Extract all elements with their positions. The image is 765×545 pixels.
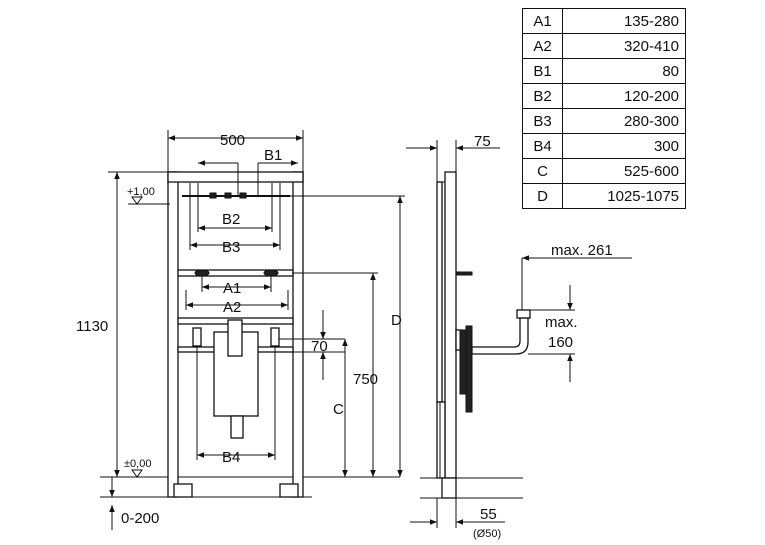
width-label: 500 <box>220 132 245 149</box>
table-key: B3 <box>522 108 563 134</box>
side-view <box>436 171 531 499</box>
c-label: C <box>333 401 344 418</box>
level-bottom-label: ±0,00 <box>124 458 151 470</box>
table-value: 1025-1075 <box>562 183 686 209</box>
max-label: max. <box>545 314 578 331</box>
adjust-label: 0-200 <box>121 510 159 527</box>
max-261-label: max. 261 <box>551 242 613 259</box>
front-frame <box>167 171 304 498</box>
table-key: B2 <box>522 83 563 109</box>
table-value: 135-280 <box>562 8 686 34</box>
side-dimensions <box>406 140 632 528</box>
table-key: A1 <box>522 8 563 34</box>
table-key: C <box>522 158 563 184</box>
max-160-label: 160 <box>548 334 573 351</box>
table-key: A2 <box>522 33 563 59</box>
table-value: 300 <box>562 133 686 159</box>
b1-label: B1 <box>264 147 282 164</box>
depth-bottom-label: 55 <box>480 506 497 523</box>
a1-label: A1 <box>223 280 241 297</box>
table-key: D <box>522 183 563 209</box>
level-top-label: +1,00 <box>127 186 155 198</box>
floor-lines <box>100 476 523 499</box>
h750-label: 750 <box>353 371 378 388</box>
b2-label: B2 <box>222 211 240 228</box>
depth-top-label: 75 <box>474 133 491 150</box>
table-value: 80 <box>562 58 686 84</box>
d-label: D <box>391 312 402 329</box>
b4-label: B4 <box>222 449 240 466</box>
seventy-label: 70 <box>311 338 328 355</box>
table-value: 320-410 <box>562 33 686 59</box>
pipe-diameter-label: (Ø50) <box>473 528 501 540</box>
table-value: 280-300 <box>562 108 686 134</box>
table-key: B1 <box>522 58 563 84</box>
a2-label: A2 <box>223 299 241 316</box>
table-value: 120-200 <box>562 83 686 109</box>
table-key: B4 <box>522 133 563 159</box>
height-label: 1130 <box>76 318 108 335</box>
b3-label: B3 <box>222 239 240 256</box>
front-dimensions <box>108 130 405 530</box>
table-value: 525-600 <box>562 158 686 184</box>
